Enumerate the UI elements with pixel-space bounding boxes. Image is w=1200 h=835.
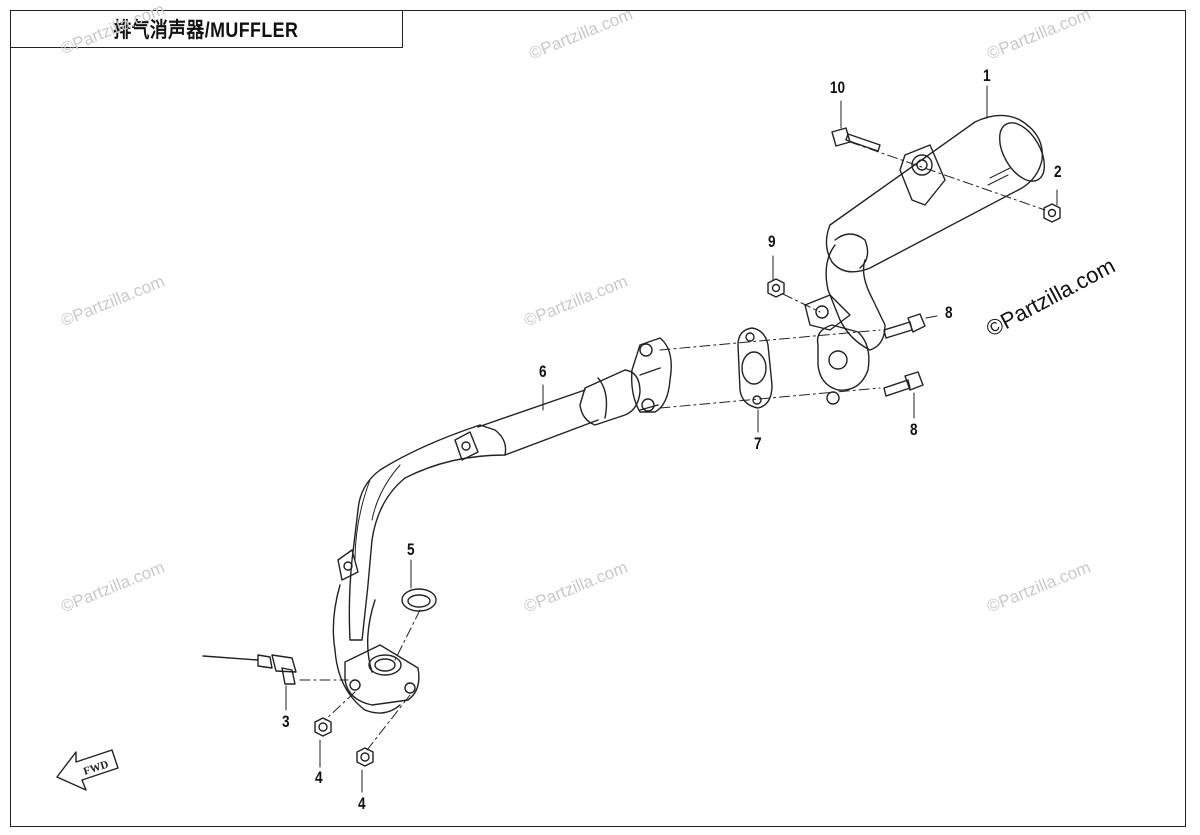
- callout-7: 7: [753, 434, 762, 453]
- nut-part: [767, 278, 785, 298]
- bolt-part: [883, 371, 924, 397]
- callout-6: 6: [538, 362, 547, 381]
- front-pipe-part: [332, 337, 672, 714]
- bolt-part: [831, 127, 881, 152]
- leader-lines: [285, 85, 1058, 793]
- callout-4a: 4: [314, 768, 323, 787]
- oxygen-sensor-part: [202, 654, 297, 685]
- callout-4b: 4: [357, 794, 366, 813]
- callout-5: 5: [406, 540, 415, 559]
- callout-8a: 8: [944, 303, 953, 322]
- muffler-inlet-pipe: [804, 244, 886, 405]
- bolt-part: [883, 313, 926, 339]
- callout-3: 3: [281, 712, 290, 731]
- muffler-part: [825, 114, 1046, 273]
- callout-2: 2: [1053, 162, 1062, 181]
- alignment-lines: [299, 141, 1046, 751]
- nut-part: [356, 747, 374, 767]
- fwd-arrow-icon: [56, 749, 119, 791]
- diagram-frame: [10, 10, 1186, 827]
- callout-10: 10: [829, 78, 846, 97]
- callout-1: 1: [982, 66, 991, 85]
- gasket-ring-part: [401, 588, 437, 612]
- title-box: 排气消声器/MUFFLER: [10, 10, 403, 48]
- diagram-title: 排气消声器/MUFFLER: [113, 18, 299, 42]
- callout-8b: 8: [909, 420, 918, 439]
- callout-9: 9: [767, 232, 776, 251]
- nut-part: [1043, 203, 1061, 223]
- gasket-part: [737, 327, 773, 409]
- nut-part: [314, 717, 332, 737]
